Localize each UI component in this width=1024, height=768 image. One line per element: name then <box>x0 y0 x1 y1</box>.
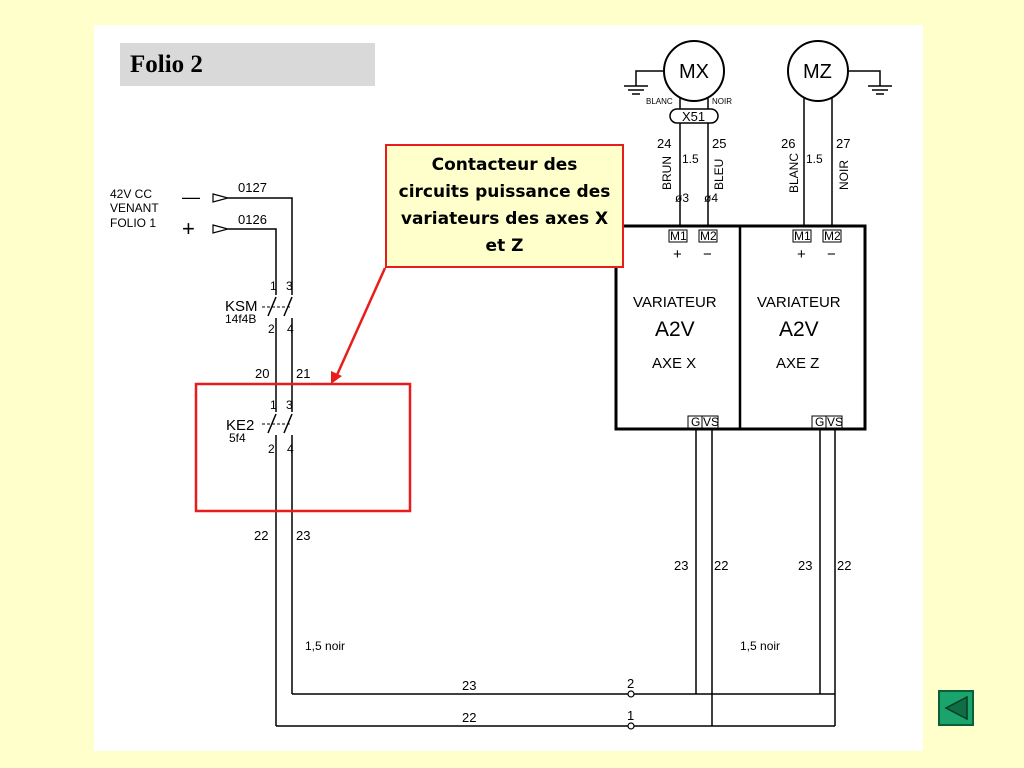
drive-z-model: A2V <box>779 318 819 341</box>
ke2-ref: 5f4 <box>229 431 246 445</box>
motor-mz-label: MZ <box>803 61 832 83</box>
motor-mz: MZ 26 27 1.5 BLANC NOIR <box>781 40 892 226</box>
drive-x-vs: VS <box>703 415 719 429</box>
mx-term-3: ø3 <box>675 191 689 205</box>
feed-x-23-label: 23 <box>674 558 688 573</box>
mx-wire-brun: BRUN <box>660 156 674 190</box>
plus-sign: + <box>182 216 195 241</box>
section-right-label: 1,5 noir <box>740 639 780 653</box>
ksm-ref: 14f4B <box>225 312 256 326</box>
drive-z-g: G <box>815 415 824 429</box>
ksm-pin4: 4 <box>287 322 294 336</box>
drive-x-model: A2V <box>655 318 695 341</box>
previous-slide-button[interactable] <box>938 690 974 726</box>
connector-x51 <box>669 108 719 124</box>
ksm-pin3: 3 <box>286 279 293 293</box>
wire-0127 <box>228 197 293 278</box>
wire-22-left-label: 22 <box>254 528 268 543</box>
ke2-name: KE2 <box>226 417 254 434</box>
ksm-contact: 1 3 2 4 KSM 14f4B <box>225 278 294 380</box>
wire-24-label: 24 <box>657 136 671 151</box>
ksm-pin2: 2 <box>268 322 275 336</box>
drive-x-axis: AXE X <box>652 355 696 372</box>
minus-sign: — <box>182 187 200 207</box>
terminal-1-label: 1 <box>627 708 634 723</box>
wire-27-label: 27 <box>836 136 850 151</box>
ksm-name: KSM <box>225 298 258 315</box>
ke2-pin1: 1 <box>270 398 277 412</box>
callout-arrow <box>335 267 387 376</box>
drive-z-vs: VS <box>827 415 843 429</box>
ke2-pin3: 3 <box>286 398 293 412</box>
drive-z-plus: + <box>797 246 806 263</box>
bus-wire-22-label: 22 <box>462 710 476 725</box>
wire-20-label: 20 <box>255 366 269 381</box>
drives-block: M1 M2 + − VARIATEUR A2V AXE X G VS M1 M2… <box>614 224 867 431</box>
drive-z-minus: − <box>827 246 836 263</box>
callout-text: Contacteur des circuits puissance des va… <box>398 155 611 256</box>
ke2-contact: 1 3 2 4 KE2 5f4 <box>226 380 294 726</box>
drive-x-minus: − <box>703 246 712 263</box>
connector-x51-label: X51 <box>682 109 705 124</box>
supply-input: 42V CC VENANT FOLIO 1 — + 0127 0126 <box>110 180 293 278</box>
feed-z-22-label: 22 <box>837 558 851 573</box>
wire-0127-label: 0127 <box>238 180 267 195</box>
supply-label-line2: VENANT <box>110 201 159 215</box>
bottom-bus: 23 22 2 1 <box>276 676 835 730</box>
back-arrow-icon <box>944 695 968 721</box>
section-left-label: 1,5 noir <box>305 639 345 653</box>
terminal-2-icon <box>627 690 635 698</box>
arrow-plus-icon <box>212 224 231 234</box>
callout-box: Contacteur des circuits puissance des va… <box>385 144 624 268</box>
drive-x-plus: + <box>673 246 682 263</box>
mz-wire-blanc: BLANC <box>787 153 801 193</box>
callout-arrowhead-icon <box>331 371 342 384</box>
wire-0126-label: 0126 <box>238 212 267 227</box>
ke2-pin2: 2 <box>268 442 275 456</box>
ground-mx-icon <box>624 85 648 95</box>
mx-noir-label: NOIR <box>712 97 732 106</box>
drive-z-m2: M2 <box>824 229 841 243</box>
feed-x-22-label: 22 <box>714 558 728 573</box>
drive-x-m2: M2 <box>700 229 717 243</box>
supply-label-line3: FOLIO 1 <box>110 216 156 230</box>
drive-x-title: VARIATEUR <box>633 294 717 311</box>
terminal-2-label: 2 <box>627 676 634 691</box>
bus-wire-23-label: 23 <box>462 678 476 693</box>
motor-mx: MX BLANC NOIR X51 24 25 1.5 BRUN BLEU ø3… <box>624 40 732 226</box>
mz-wire-noir: NOIR <box>837 160 851 190</box>
drive-z-m1: M1 <box>794 229 811 243</box>
terminal-1-icon <box>627 722 635 730</box>
ke2-highlight-box <box>194 382 412 513</box>
wire-23-left-label: 23 <box>296 528 310 543</box>
drive-z-title: VARIATEUR <box>757 294 841 311</box>
mx-wire-bleu: BLEU <box>712 159 726 190</box>
wire-26-label: 26 <box>781 136 795 151</box>
mz-section-label: 1.5 <box>806 152 823 166</box>
folio-title: Folio 2 <box>120 43 375 86</box>
wire-21-label: 21 <box>296 366 310 381</box>
ke2-pin4: 4 <box>287 442 294 456</box>
drive-feeds: 23 22 23 22 1,5 noir <box>674 428 851 726</box>
motor-mx-label: MX <box>679 61 709 83</box>
ksm-pin1: 1 <box>270 279 277 293</box>
mx-section-label: 1.5 <box>682 152 699 166</box>
arrow-minus-icon <box>212 193 231 203</box>
ground-mz-icon <box>868 85 892 95</box>
mx-term-4: ø4 <box>704 191 718 205</box>
mx-blanc-label: BLANC <box>646 97 673 106</box>
feed-z-23-label: 23 <box>798 558 812 573</box>
supply-label-line1: 42V CC <box>110 187 152 201</box>
drive-x-m1: M1 <box>670 229 687 243</box>
drive-x-g: G <box>691 415 700 429</box>
wire-0126 <box>228 228 277 278</box>
drive-z-axis: AXE Z <box>776 355 819 372</box>
wire-25-label: 25 <box>712 136 726 151</box>
